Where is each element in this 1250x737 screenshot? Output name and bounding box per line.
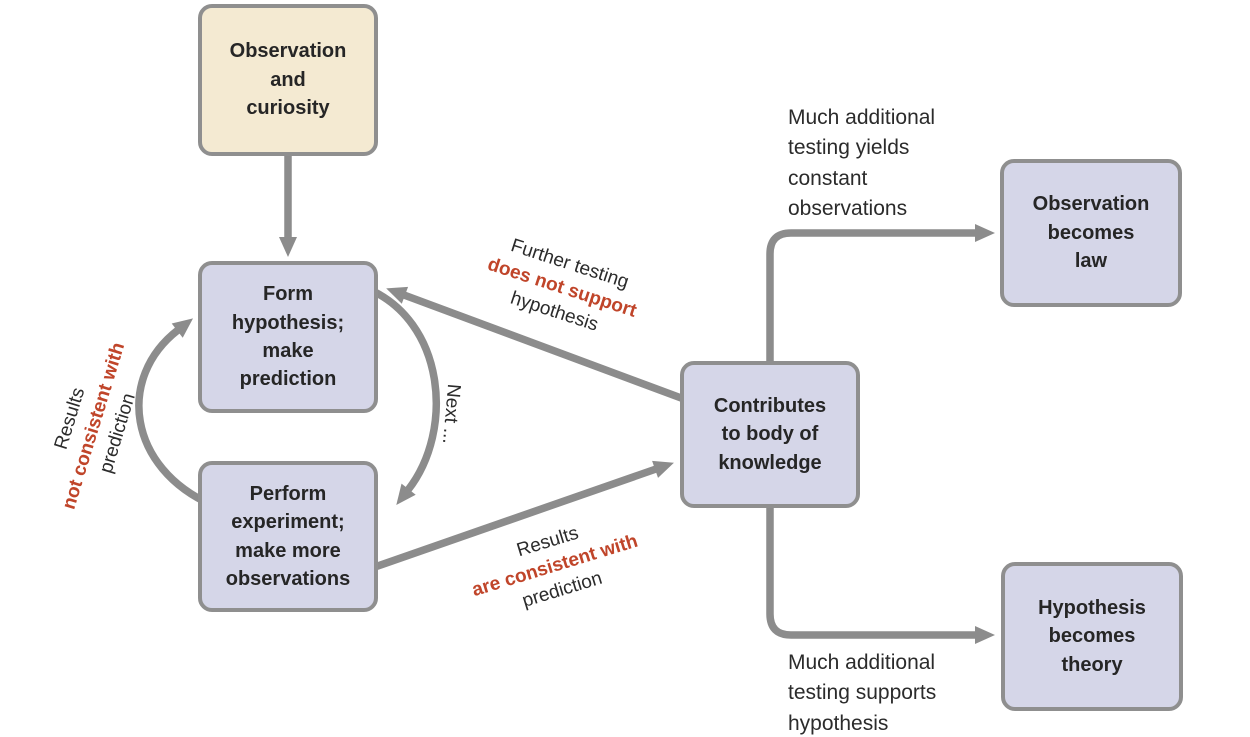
arrow-to-law bbox=[766, 224, 995, 365]
box-form-hypothesis-label: Form hypothesis; make prediction bbox=[231, 283, 345, 391]
box-perform-experiment-label: Perform experiment; make more observatio… bbox=[225, 482, 351, 590]
arrow-consistent bbox=[370, 460, 674, 572]
box-observation-and-curiosity-label: Observation and curiosity bbox=[229, 40, 347, 120]
label-next: Next ... bbox=[436, 383, 466, 445]
box-hypothesis-becomes-theory: Hypothesis becomes theory bbox=[1001, 562, 1183, 711]
arrow-cycle-left bbox=[135, 318, 214, 509]
box-hypothesis-becomes-theory-label: Hypothesis becomes theory bbox=[1038, 596, 1146, 676]
arrow-cycle-right bbox=[364, 284, 440, 505]
box-observation-and-curiosity: Observation and curiosity bbox=[198, 4, 378, 156]
label-much-testing-law: Much additional testing yields constant … bbox=[788, 106, 936, 221]
label-much-testing-theory: Much additional testing supports hypothe… bbox=[788, 651, 937, 735]
label-next-text: Next ... bbox=[437, 383, 465, 445]
box-form-hypothesis: Form hypothesis; make prediction bbox=[198, 261, 378, 413]
box-contributes-to-knowledge: Contributes to body of knowledge bbox=[680, 361, 860, 508]
arrow-does-not-support bbox=[386, 286, 702, 409]
box-contributes-to-knowledge-label: Contributes to body of knowledge bbox=[713, 394, 827, 474]
box-observation-becomes-law: Observation becomes law bbox=[1000, 159, 1182, 307]
box-perform-experiment: Perform experiment; make more observatio… bbox=[198, 461, 378, 612]
arrow-to-theory bbox=[766, 505, 995, 644]
box-observation-becomes-law-label: Observation becomes law bbox=[1032, 193, 1150, 273]
